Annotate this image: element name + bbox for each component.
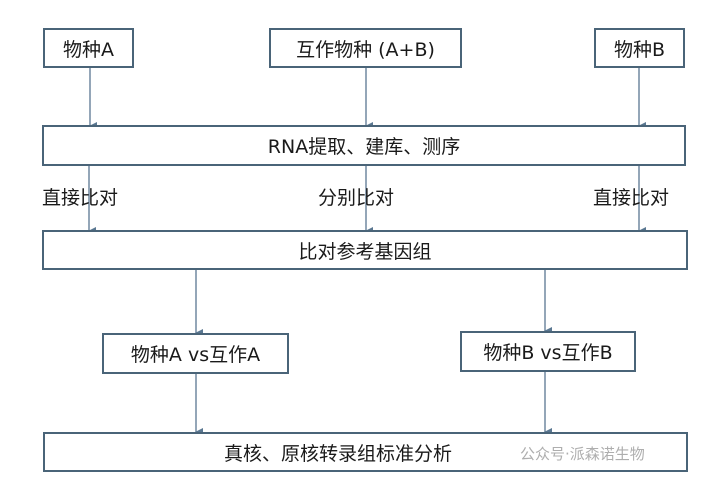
step-reference-mapping: 比对参考基因组 [42,230,688,270]
mapping-label-middle: 分别比对 [318,187,395,209]
mapping-label-right: 直接比对 [593,187,670,209]
watermark-text: 公众号·派森诺生物 [520,445,645,463]
node-species-a-label: 物种A [63,38,114,61]
node-coculture: 互作物种 (A+B) [269,28,462,68]
mapping-label-left: 直接比对 [42,187,119,209]
node-species-b-label: 物种B [613,38,666,61]
step-reference-mapping-label: 比对参考基因组 [298,240,432,263]
node-compare-a: 物种A vs互作A [102,333,289,374]
node-coculture-label: 互作物种 (A+B) [296,38,435,61]
step-rna-sequencing: RNA提取、建库、测序 [42,125,686,166]
node-species-a: 物种A [43,28,134,68]
step-standard-analysis: 真核、原核转录组标准分析 [43,432,688,472]
step-standard-analysis-label: 真核、原核转录组标准分析 [224,442,453,465]
node-species-b: 物种B [594,28,685,68]
node-compare-b: 物种B vs互作B [460,331,636,372]
node-compare-b-label: 物种B vs互作B [483,342,613,364]
step-rna-sequencing-label: RNA提取、建库、测序 [267,136,461,158]
node-compare-a-label: 物种A vs互作A [130,344,261,366]
